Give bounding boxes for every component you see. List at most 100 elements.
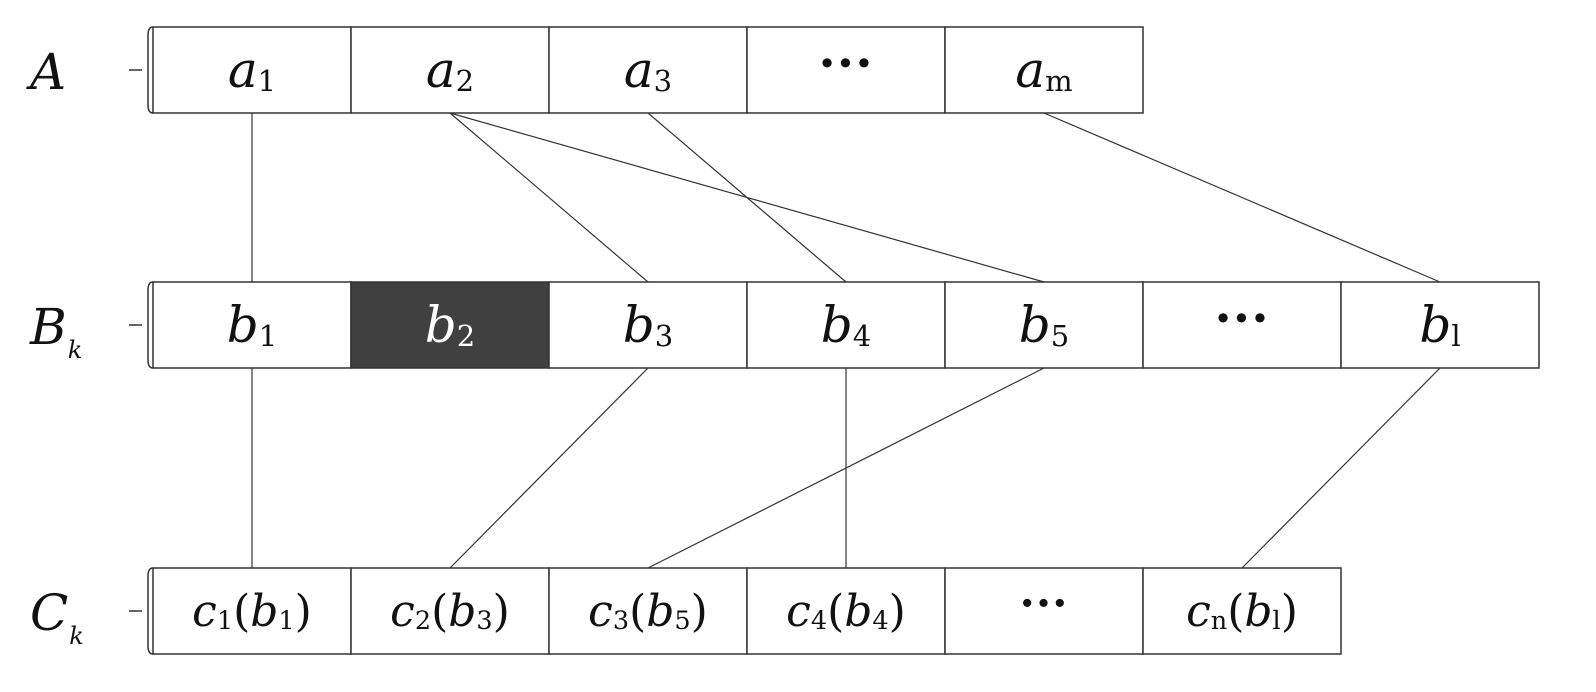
cell-s-text: 2 [456,319,476,354]
cell-box [350,26,550,114]
cell-box [152,26,352,114]
cell-s-text: 3 [476,605,493,636]
cell-v-text: a [623,41,654,99]
cell-v-text: b [448,585,477,637]
cell-v-text: b [646,585,675,637]
cell-v-text: b [226,296,259,354]
cell-box [152,281,352,369]
cell-v-text: c [786,585,811,637]
cell-s-text: 5 [674,605,691,636]
cell-v-text: b [820,296,853,354]
cell-s-text: 3 [654,319,674,354]
cell-box [1142,281,1342,369]
paren-open: ( [629,585,647,637]
link-line [449,367,649,569]
cell-s-text: 4 [810,605,828,636]
paren-open: ( [431,585,449,637]
cell-v-text: b [250,585,279,637]
cell-v-text: b [1244,585,1273,637]
link-line [647,112,847,283]
paren-close: ) [690,585,708,637]
cell-s-text: 3 [653,64,673,99]
cell-s-text: 1 [216,605,234,636]
cell-s-text: 1 [278,605,295,636]
cell-box [152,567,352,655]
cell: ··· [945,568,1143,654]
paren-open: ( [1227,585,1245,637]
paren-open: ( [827,585,845,637]
cell-dots-text: ··· [1214,287,1270,347]
cell-box [746,281,946,369]
cell-v-text: c [588,585,613,637]
row-a [129,26,1144,114]
cell-v-text: b [424,296,457,354]
cell-s-text: 1 [257,64,277,99]
row-b [129,281,1540,369]
cell-v-text: a [425,41,456,99]
cell-s-text: 3 [612,605,630,636]
cell-dots-text: ··· [818,32,874,92]
paren-close: ) [1280,585,1298,637]
cell-box [944,567,1144,655]
cell-s-text: l [1451,319,1461,354]
row-label-subscript: k [69,622,84,650]
row-label-symbol: A [30,43,67,101]
row-bracket [147,26,154,114]
row-label-symbol: B [30,298,67,356]
cell-s-text: 5 [1050,319,1070,354]
cell: ··· [1143,282,1341,368]
cell-box [944,26,1144,114]
cell-s-text: m [1045,64,1073,99]
cell-v-text: c [1186,585,1211,637]
cell-s-text: n [1210,605,1228,636]
row-label-subscript: k [67,336,83,364]
cell-v-text: c [390,585,415,637]
cell-s-text: 2 [414,605,432,636]
row-label-b: Bk [30,302,82,362]
paren-open: ( [233,585,251,637]
cell-s-text: 4 [852,319,872,354]
row-label-symbol: C [30,584,69,642]
cell-s-text: l [1272,605,1281,636]
link-line [1043,112,1441,283]
cell-v-text: a [1015,41,1046,99]
row-bracket [147,281,154,369]
paren-close: ) [294,585,312,637]
link-lines [251,112,1441,569]
cell-box [1340,281,1540,369]
cell-box [548,26,748,114]
cell-dots-text: ··· [1019,577,1069,629]
row-c [129,567,1342,655]
cell-s-text: 4 [872,605,889,636]
paren-close: ) [492,585,510,637]
cell-v-text: b [844,585,873,637]
cell-s-text: 2 [455,64,475,99]
row-bracket [147,567,154,655]
row-label-c: Ck [30,588,84,648]
cell: ··· [747,27,945,113]
cell-v-text: a [227,41,258,99]
cell-v-text: b [1018,296,1051,354]
cell-v-text: b [1419,296,1452,354]
cell-box [746,26,946,114]
row-label-a: A [30,47,67,97]
cell-box [350,567,550,655]
paren-close: ) [888,585,906,637]
link-line [449,112,649,283]
